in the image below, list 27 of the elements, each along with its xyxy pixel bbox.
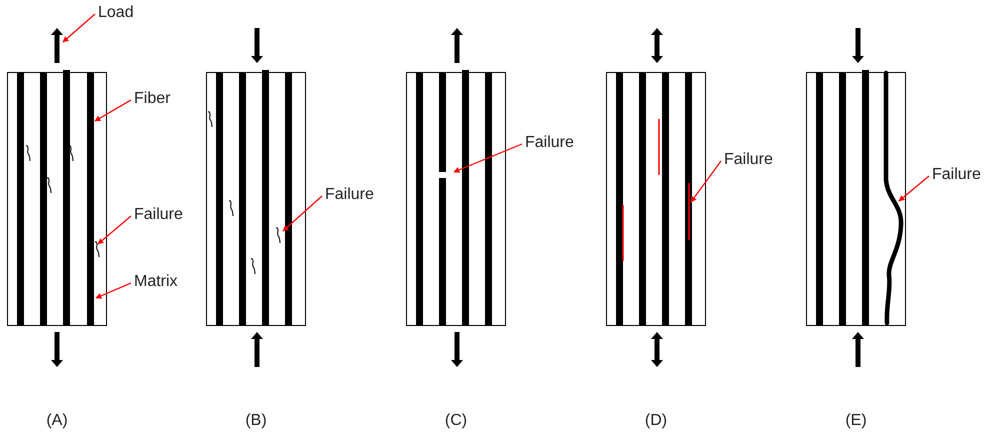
panel-caption: (E) xyxy=(845,412,867,430)
callout-label: Load xyxy=(98,4,134,22)
fiber xyxy=(87,72,94,326)
panel-caption: (D) xyxy=(644,412,668,430)
callout-label: Failure xyxy=(525,134,574,152)
callout-label: Failure xyxy=(932,166,981,184)
leader-line xyxy=(62,14,96,42)
leader-line xyxy=(898,176,930,202)
composite-panel xyxy=(206,72,306,326)
composite-panel xyxy=(606,72,706,326)
callout-label: Failure xyxy=(134,206,183,224)
leader-line xyxy=(95,282,132,299)
callout-label: Failure xyxy=(325,186,374,204)
composite-panel xyxy=(806,72,906,326)
leader-line xyxy=(690,160,722,202)
panel-caption: (C) xyxy=(444,412,468,430)
leader-line xyxy=(94,99,132,122)
leader-line xyxy=(282,196,322,232)
panel-caption: (A) xyxy=(46,412,68,430)
callout-label: Matrix xyxy=(134,273,178,291)
callout-label: Failure xyxy=(724,151,773,169)
leader-line xyxy=(453,143,522,173)
callout-label: Fiber xyxy=(134,90,170,108)
composite-panel xyxy=(406,72,506,326)
leader-line xyxy=(98,216,132,244)
composite-panel xyxy=(7,72,107,326)
panel-caption: (B) xyxy=(245,412,267,430)
